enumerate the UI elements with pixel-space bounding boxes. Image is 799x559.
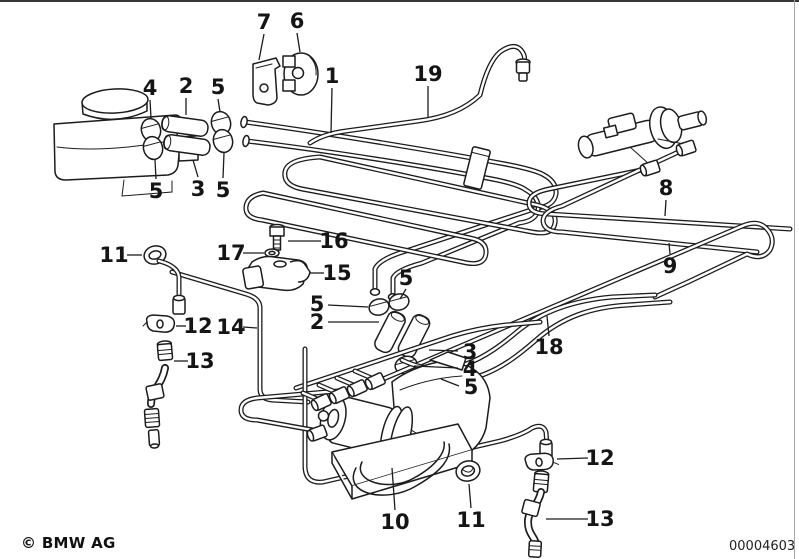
callout-label-15: 15 bbox=[322, 261, 351, 285]
callout-label-13: 13 bbox=[585, 507, 614, 531]
hose-fitting bbox=[143, 407, 161, 429]
pipe-fitting bbox=[172, 294, 186, 315]
callout-leader-5 bbox=[440, 378, 460, 387]
callout-leader-18 bbox=[546, 315, 550, 337]
pipe-fitting bbox=[364, 372, 386, 391]
callout-label-11: 11 bbox=[99, 243, 128, 267]
rear-right-hose-assembly bbox=[521, 438, 560, 558]
washer-17 bbox=[264, 248, 280, 258]
pipe-fitting bbox=[675, 139, 697, 157]
callout-label-16: 16 bbox=[319, 229, 348, 253]
reservoir-hoses-and-clamps bbox=[140, 110, 234, 161]
front-left-hose-assembly bbox=[142, 245, 186, 449]
callout-label-18: 18 bbox=[534, 335, 563, 359]
holder-part-6 bbox=[282, 52, 319, 96]
pipe-19 bbox=[307, 44, 531, 146]
pressure-regulator bbox=[577, 106, 708, 177]
callout-leader-5 bbox=[217, 98, 221, 113]
callout-label-3: 3 bbox=[463, 340, 478, 364]
callout-label-14: 14 bbox=[216, 315, 245, 339]
bolt-16 bbox=[269, 223, 285, 251]
part-number: 00004603 bbox=[729, 539, 796, 554]
pipe-fitting bbox=[639, 159, 661, 177]
hose-clip bbox=[142, 314, 176, 333]
callout-label-7: 7 bbox=[257, 10, 272, 34]
callout-label-12: 12 bbox=[585, 446, 614, 470]
hose-2 bbox=[374, 310, 406, 354]
callout-label-2: 2 bbox=[179, 74, 194, 98]
callout-leader-1 bbox=[330, 87, 333, 134]
abs-hydro-unit bbox=[300, 351, 491, 500]
callout-label-5: 5 bbox=[310, 292, 325, 316]
callout-label-12: 12 bbox=[183, 314, 212, 338]
callout-leader-5 bbox=[327, 304, 369, 308]
callout-leader-5 bbox=[399, 288, 407, 300]
copyright-text: © BMW AG bbox=[21, 534, 116, 552]
callout-leader-6 bbox=[296, 32, 301, 53]
hose-lower bbox=[163, 134, 211, 156]
hose-tip bbox=[147, 429, 161, 449]
callout-label-5: 5 bbox=[399, 266, 414, 290]
pipe-fitting bbox=[306, 424, 328, 442]
callout-label-3: 3 bbox=[191, 177, 206, 201]
callout-label-2: 2 bbox=[310, 310, 325, 334]
page-right-border bbox=[794, 0, 795, 559]
grommet bbox=[455, 460, 481, 482]
hose-3 bbox=[397, 313, 431, 359]
callout-leader-3 bbox=[192, 159, 199, 178]
callout-leader-8 bbox=[664, 199, 667, 217]
callout-label-9: 9 bbox=[663, 254, 678, 278]
callout-leader-5 bbox=[222, 152, 225, 179]
pipe-clip bbox=[463, 146, 491, 190]
callout-label-5: 5 bbox=[216, 178, 231, 202]
hose-fitting bbox=[156, 340, 174, 362]
callout-leader-4 bbox=[413, 365, 459, 369]
hose-fitting bbox=[532, 470, 550, 494]
banjo-fitting bbox=[515, 58, 531, 82]
clamp bbox=[210, 110, 232, 136]
callout-label-13: 13 bbox=[185, 349, 214, 373]
clamp bbox=[368, 298, 390, 316]
callout-label-5: 5 bbox=[149, 179, 164, 203]
callout-leader-9 bbox=[668, 242, 671, 255]
callout-label-10: 10 bbox=[380, 510, 409, 534]
pipe-14-and-loop-10 bbox=[169, 269, 550, 485]
callout-leader-14 bbox=[242, 326, 258, 329]
clamp bbox=[142, 135, 164, 161]
callout-leader-3 bbox=[428, 349, 459, 352]
clip-15 bbox=[242, 255, 311, 292]
clamp bbox=[388, 293, 410, 311]
clamp bbox=[140, 117, 162, 143]
callout-label-17: 17 bbox=[216, 241, 245, 265]
callout-label-5: 5 bbox=[464, 375, 479, 399]
callout-label-1: 1 bbox=[325, 64, 340, 88]
clamp bbox=[212, 128, 234, 154]
hose-clip bbox=[524, 452, 560, 471]
callout-label-6: 6 bbox=[290, 9, 305, 33]
callout-label-5: 5 bbox=[211, 75, 226, 99]
callout-leader-4 bbox=[149, 99, 152, 119]
hose-tip bbox=[527, 540, 543, 558]
callout-leader-10 bbox=[391, 467, 396, 511]
callout-label-4: 4 bbox=[143, 76, 158, 100]
page-top-border bbox=[0, 0, 799, 2]
hose-collar bbox=[521, 498, 541, 518]
callout-label-11: 11 bbox=[456, 508, 485, 532]
hose-upper bbox=[161, 115, 209, 137]
callout-leader-7 bbox=[258, 33, 265, 61]
callout-label-19: 19 bbox=[413, 62, 442, 86]
callout-label-4: 4 bbox=[463, 357, 478, 381]
callout-label-8: 8 bbox=[659, 176, 674, 200]
callout-leader-11 bbox=[468, 483, 472, 509]
bracket-part-7 bbox=[252, 57, 281, 106]
callout-leader-5 bbox=[154, 159, 157, 180]
rear-pipes bbox=[293, 145, 793, 403]
hose-collar bbox=[145, 383, 165, 401]
callout-leader-12 bbox=[556, 457, 589, 460]
